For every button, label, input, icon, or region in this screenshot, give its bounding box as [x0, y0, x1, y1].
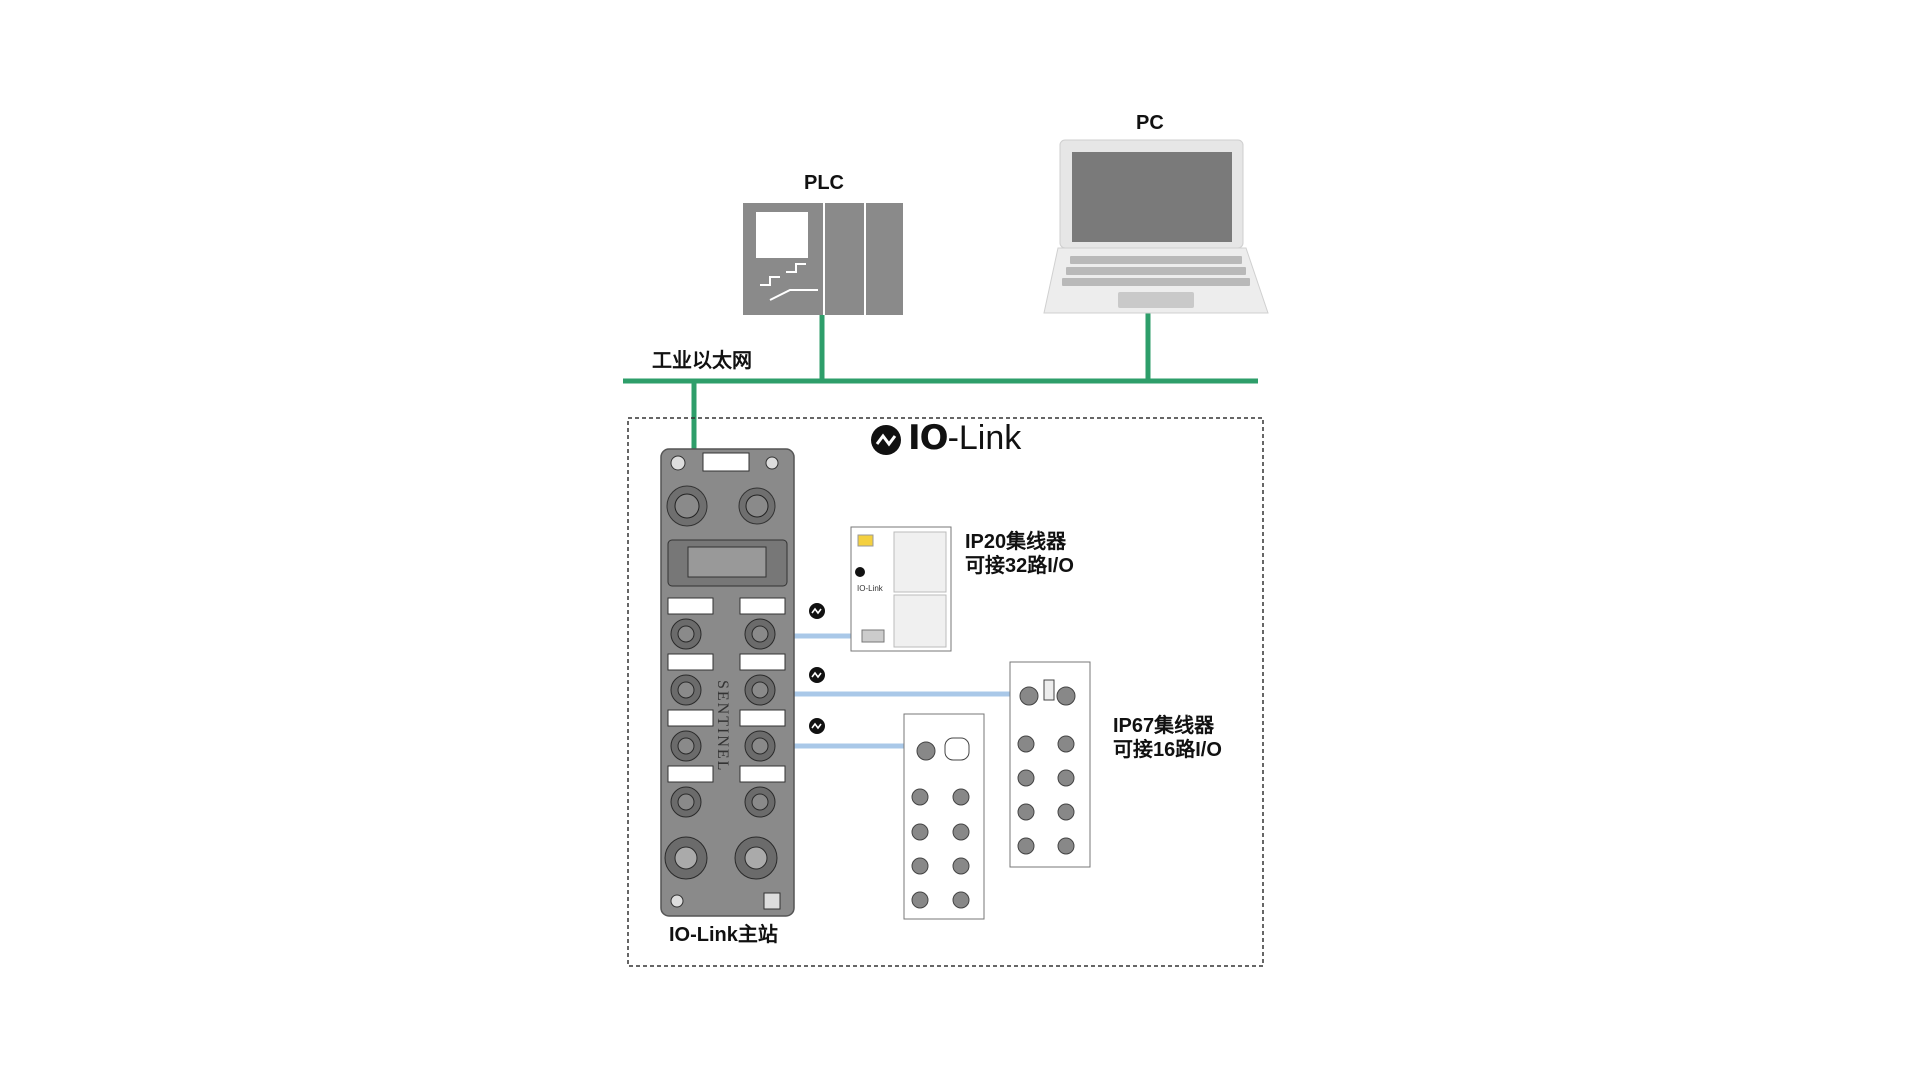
ip67-hub-label: IP67集线器 可接16路I/O	[1113, 714, 1222, 762]
plc-icon	[743, 203, 903, 315]
master-brand-text: SENTINEL	[714, 680, 731, 772]
ip20-hub-device	[850, 526, 952, 652]
io-link-logo-text: IO-Link	[908, 418, 1021, 458]
ip67-hub-device-2	[1009, 661, 1091, 868]
ip67-hub-label-line1: IP67集线器	[1113, 715, 1215, 737]
io-link-master-device: SENTINEL	[660, 448, 795, 917]
ethernet-label: 工业以太网	[652, 350, 752, 372]
logo-rest: -Link	[947, 419, 1022, 457]
ip67-hub-label-line2: 可接16路I/O	[1113, 739, 1222, 761]
io-link-symbol-icon	[809, 603, 825, 734]
plc-label: PLC	[804, 172, 844, 194]
pc-label: PC	[1136, 112, 1164, 134]
logo-bold: IO	[908, 418, 949, 458]
ip20-hub-label: IP20集线器 可接32路I/O	[965, 530, 1074, 578]
master-label: IO-Link主站	[669, 924, 778, 946]
io-link-logo-icon	[871, 425, 901, 455]
ethernet-network	[623, 313, 1258, 452]
ip20-hub-label-line2: 可接32路I/O	[965, 555, 1074, 577]
io-link-boundary	[627, 417, 1264, 967]
laptop-icon	[1043, 139, 1269, 314]
ip20-hub-label-line1: IP20集线器	[965, 531, 1067, 553]
io-link-cables	[794, 633, 1010, 749]
ip67-hub-device-1	[903, 713, 985, 920]
ip20-hub-brand: IO-Link	[857, 584, 884, 593]
